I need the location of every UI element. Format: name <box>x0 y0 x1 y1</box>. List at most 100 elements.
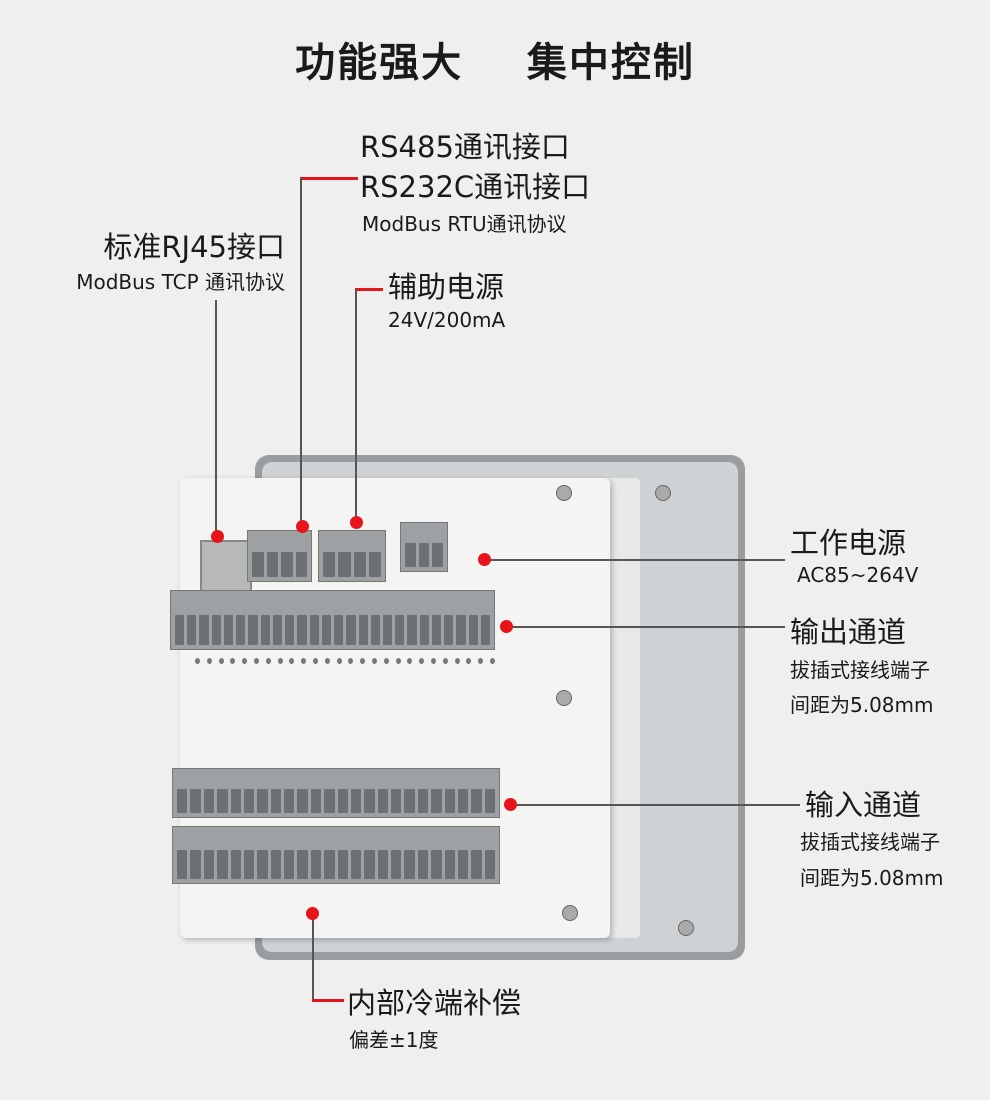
terminal-pin <box>444 850 455 879</box>
aux-leader-red <box>355 288 383 291</box>
terminal-pin <box>285 615 295 645</box>
rj45-port <box>200 540 252 599</box>
terminal-pin <box>203 850 215 879</box>
screw <box>562 905 578 921</box>
terminal-pin <box>431 615 442 645</box>
vent-hole <box>265 658 271 664</box>
terminal-pin <box>236 615 246 645</box>
input-label: 输入通道 <box>805 788 922 822</box>
vent-hole <box>442 658 448 664</box>
terminal-pin <box>217 850 228 879</box>
vent-hole <box>360 658 366 664</box>
vent-hole <box>478 658 484 664</box>
terminal-pin <box>297 850 308 879</box>
vent-hole <box>371 658 377 664</box>
terminal-pin <box>230 850 241 879</box>
terminal-pin <box>297 789 308 813</box>
terminal-pin <box>297 615 307 645</box>
terminal-pin <box>350 789 362 813</box>
rj45-leader <box>215 300 217 536</box>
terminal-pin <box>211 615 221 645</box>
vent-hole <box>277 658 283 664</box>
vent-hole <box>230 658 236 664</box>
vent-hole <box>218 658 224 664</box>
terminal-pin <box>395 615 405 645</box>
terminal-pin <box>270 850 281 879</box>
terminal-pin <box>272 615 283 645</box>
terminal-pin <box>199 615 209 645</box>
terminal-pin <box>391 850 402 879</box>
rj45-label: 标准RJ45接口 <box>103 230 285 264</box>
terminal-pin <box>257 850 268 879</box>
terminal-pin <box>364 789 375 813</box>
cold-junction-dot <box>306 907 319 920</box>
input-terminal-block-2 <box>172 826 500 884</box>
output-terminal-block <box>170 590 495 650</box>
terminal-pin <box>358 615 368 645</box>
terminal-pin <box>230 789 241 813</box>
input-terminal-block-1 <box>172 768 500 818</box>
terminal-pin <box>404 789 415 813</box>
terminal-pin <box>404 850 415 879</box>
terminal-pin <box>391 789 402 813</box>
output-leader <box>507 626 785 628</box>
work-power-dot <box>478 553 491 566</box>
terminal-pin <box>431 850 442 879</box>
page-title: 功能强大 集中控制 <box>295 40 695 86</box>
terminal-pin <box>350 850 362 879</box>
work-power-terminal <box>400 522 448 572</box>
aux-power-label: 辅助电源 <box>388 270 505 304</box>
vent-hole <box>206 658 212 664</box>
terminal-pin <box>260 615 270 645</box>
terminal-pin <box>243 850 255 879</box>
terminal-pin <box>321 615 332 645</box>
vent-hole <box>242 658 248 664</box>
terminal-pin <box>177 789 188 813</box>
terminal-pin <box>270 789 281 813</box>
terminal-pin <box>468 615 478 645</box>
terminal-pin <box>471 850 482 879</box>
terminal-pin <box>177 850 188 879</box>
terminal-pin <box>284 850 295 879</box>
terminal-pin <box>480 615 491 645</box>
terminal-pin <box>484 850 495 879</box>
rs485-leader <box>300 178 302 524</box>
terminal-pin <box>309 615 319 645</box>
screw <box>655 485 671 501</box>
terminal-pin <box>471 789 482 813</box>
terminal-pin <box>377 850 388 879</box>
terminal-pin <box>187 615 197 645</box>
vent-hole <box>395 658 401 664</box>
screw <box>678 920 694 936</box>
work-power-sub: AC85~264V <box>797 563 919 587</box>
cold-junction-sub: 偏差±1度 <box>349 1028 439 1052</box>
aux-power-sub: 24V/200mA <box>388 308 506 332</box>
rs232c-label: RS232C通讯接口 <box>360 170 591 204</box>
vent-hole <box>430 658 436 664</box>
terminal-pin <box>337 850 348 879</box>
vent-hole <box>253 658 259 664</box>
terminal-pin <box>346 615 356 645</box>
output-sub1: 拔插式接线端子 <box>790 658 930 682</box>
rj45-sub: ModBus TCP 通讯协议 <box>76 270 285 294</box>
terminal-pin <box>217 789 228 813</box>
vent-hole <box>419 658 425 664</box>
terminal-pin <box>190 789 201 813</box>
vent-hole <box>348 658 354 664</box>
vent-hole <box>466 658 472 664</box>
terminal-pin <box>382 615 393 645</box>
output-label: 输出通道 <box>790 615 907 649</box>
aux-dot <box>350 516 363 529</box>
terminal-pin <box>257 789 268 813</box>
vent-hole <box>383 658 389 664</box>
cold-junction-leader <box>312 913 314 1001</box>
terminal-pin <box>431 789 442 813</box>
output-dot <box>500 620 513 633</box>
vent-hole <box>195 658 200 664</box>
terminal-pin <box>457 850 469 879</box>
terminal-pin <box>203 789 215 813</box>
cold-junction-label: 内部冷端补偿 <box>347 986 522 1020</box>
terminal-pin <box>324 850 335 879</box>
terminal-pin <box>310 850 322 879</box>
